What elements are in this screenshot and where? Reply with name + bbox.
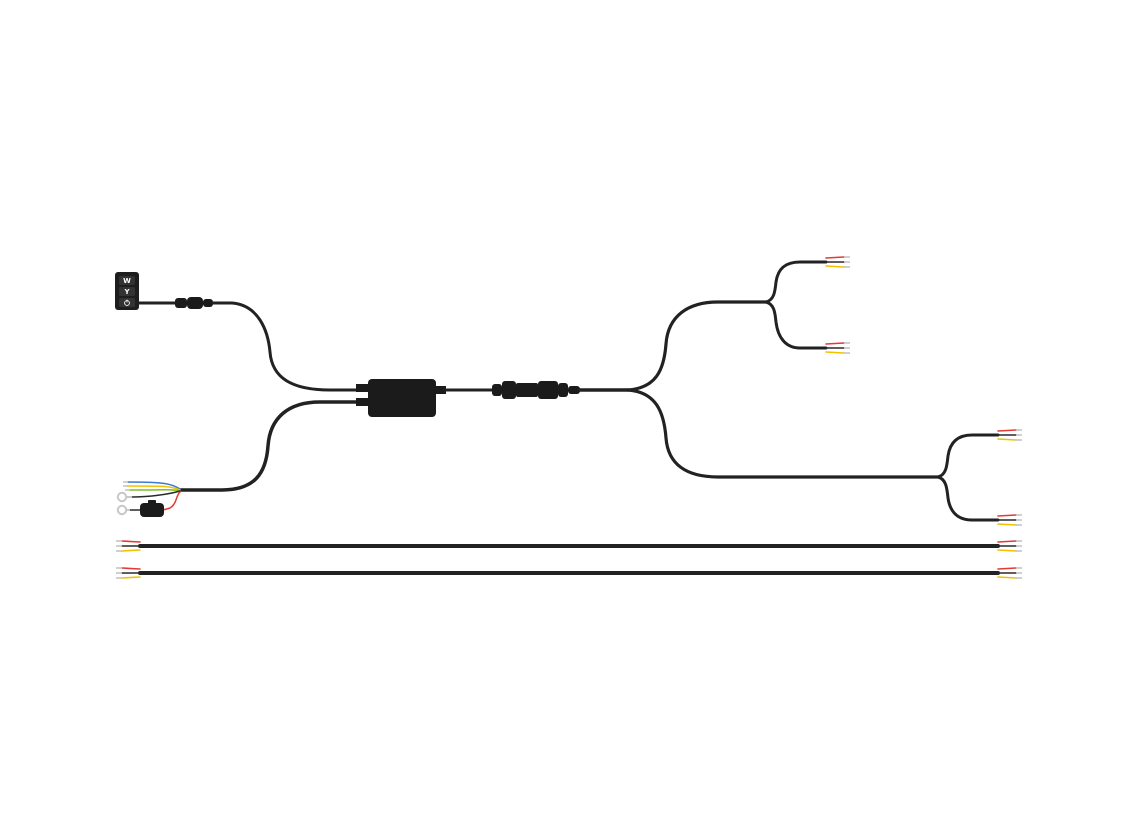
white-mode-icon: W (123, 277, 131, 285)
lower-branch-cable (626, 388, 940, 479)
extension-cable-2 (115, 567, 1023, 579)
upper-split-a (764, 260, 828, 304)
control-box (356, 379, 446, 417)
switch-to-controller-cable (211, 301, 370, 392)
switch-button-w (119, 276, 135, 285)
power-icon (124, 299, 130, 306)
upper-split-b (764, 300, 828, 350)
switch-connector (175, 297, 213, 309)
lamp-lead-lower-b (997, 514, 1023, 526)
lamp-lead-upper-a (825, 256, 851, 268)
switch-button-power (119, 298, 135, 307)
lamp-lead-lower-a (997, 429, 1023, 441)
extension-cable-1 (115, 540, 1023, 552)
switch-panel: W Y (115, 272, 139, 310)
lamp-lead-upper-b (825, 342, 851, 354)
yellow-mode-icon: Y (123, 288, 130, 296)
lower-split-b (936, 475, 1000, 522)
ring-terminal-ground (116, 491, 132, 503)
inline-fuse-holder (127, 500, 164, 517)
ring-terminal-power (116, 504, 130, 516)
switch-button-y (119, 287, 135, 296)
upper-branch-cable (626, 300, 768, 392)
power-input-cable (178, 400, 370, 492)
lower-split-a (936, 433, 1000, 479)
waterproof-connector (492, 381, 580, 399)
power-leads (123, 481, 181, 511)
